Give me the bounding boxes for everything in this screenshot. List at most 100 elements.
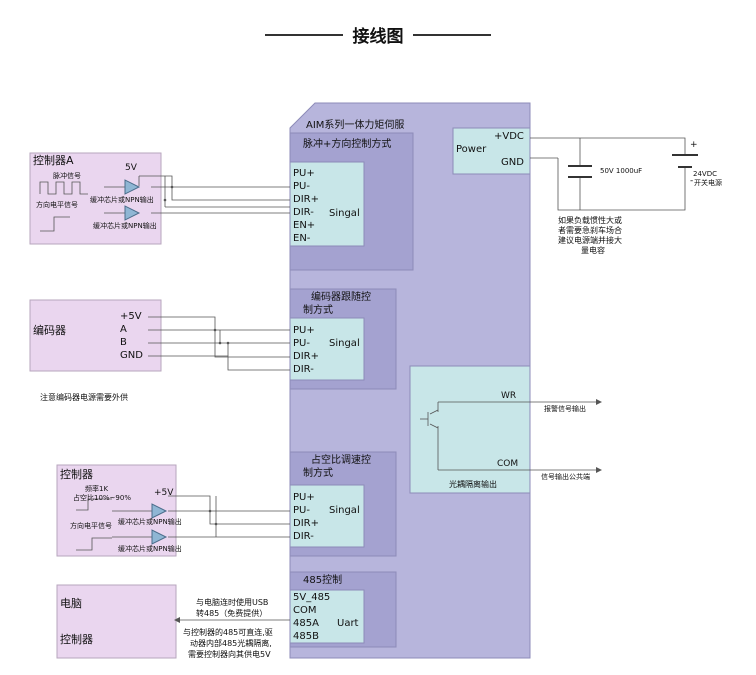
encoder-section-title-2: 制方式 [303,305,333,316]
usb-note-2: 转485（免费提供） [196,609,268,618]
title-left-rule [265,33,344,36]
power-supply-note-2: 者需要急刹车场合 [558,226,622,235]
pulse-pin-dir-plus: DIR+ [293,194,319,205]
controller-b-buffer1: 缓冲芯片或NPN输出 [118,518,182,526]
common-output-label: 信号输出公共端 [541,473,590,481]
encoder-pin-gnd: GND [120,350,143,361]
encoder-pin-pu-minus: PU- [293,338,310,349]
servo-name: AIM系列一体力矩伺服 [306,120,405,131]
controller-b-freq: 频率1K [85,485,109,493]
rs485-pin-com: COM [293,605,317,616]
power-supply-note-3: 建议电源端并接大 [558,236,622,245]
diagram-title-row: 接线图 [0,22,756,47]
duty-pin-dir-minus: DIR- [293,531,314,542]
ctrl-note-1: 与控制器的485可直连,驱 [183,628,273,637]
battery-plate-short [678,166,692,168]
encoder-section-title-1: 编码器跟随控 [311,292,371,303]
controller-a-buffer1: 缓冲芯片或NPN输出 [90,196,154,204]
pulse-signal-box [289,161,365,247]
encoder-signal-label: Singal [329,338,360,349]
controller-b-voltage: +5V [154,488,174,498]
optocoupler-box [409,365,531,494]
encoder-pin-dir-minus: DIR- [293,364,314,375]
encoder-box [29,299,162,372]
junction-dot [170,185,174,189]
duty-section-title-1: 占空比调速控 [311,455,371,466]
optocoupler-com-label: COM [497,459,519,469]
buffer-a-1 [124,179,141,195]
junction-dot [214,522,218,526]
pc-box [56,584,177,659]
encoder-pin-5v: +5V [120,311,142,322]
pc-title: 电脑 [60,597,82,610]
pulse-section-title: 脉冲+方向控制方式 [303,139,392,150]
junction-dot [208,509,212,513]
rs485-section-title: 485控制 [303,575,343,586]
pulse-pin-en-minus: EN- [293,233,311,244]
title-right-rule [412,33,491,36]
controller-b-direction-signal: 方向电平信号 [70,522,112,530]
power-gnd-label: GND [501,157,524,168]
pulse-pin-pu-plus: PU+ [293,168,315,179]
pc-controller-title: 控制器 [60,633,93,646]
pulse-pin-dir-minus: DIR- [293,207,314,218]
encoder-title: 编码器 [33,324,66,337]
duty-pin-pu-minus: PU- [293,505,310,516]
controller-b-title: 控制器 [60,468,93,481]
capacitor-label: 50V 1000uF [600,167,643,175]
diagram-title: 接线图 [352,27,404,47]
controller-a-title: 控制器A [33,154,74,167]
controller-a-box [29,152,162,245]
encoder-signal-box [289,317,365,381]
controller-a-buffer2: 缓冲芯片或NPN输出 [93,222,157,230]
buffer-b-2 [151,529,168,545]
ctrl-note-3: 需要控制器向其供电5V [188,650,271,659]
battery-plus: + [690,140,698,150]
pulse-pin-pu-minus: PU- [293,181,310,192]
pulse-signal-label: Singal [329,208,360,219]
pulse-pin-en-plus: EN+ [293,220,316,231]
rs485-pin-5v: 5V_485 [293,592,331,603]
rs485-signal-label: Uart [337,618,359,629]
controller-b-duty: 占空比10%~90% [73,494,131,502]
optocoupler-wr-label: WR [501,391,517,401]
power-supply-note-1: 如果负载惯性大或 [558,216,622,225]
duty-pin-pu-plus: PU+ [293,492,315,503]
optocoupler-label: 光耦隔离输出 [449,480,497,489]
alarm-output-label: 报警信号输出 [544,405,586,413]
alarm-output-arrow [596,399,602,405]
power-supply-voltage: 24VDC [693,170,717,178]
capacitor-plate-top [568,165,592,167]
rs485-signal-box [289,589,365,644]
power-label: Power [456,144,487,155]
encoder-pin-pu-plus: PU+ [293,325,315,336]
duty-signal-label: Singal [329,505,360,516]
capacitor-plate-bottom [568,176,592,178]
common-output-arrow [596,467,602,473]
junction-dot [213,328,217,332]
battery-plate-long [672,154,698,156]
encoder-pin-a: A [120,324,127,335]
duty-signal-box [289,484,365,548]
buffer-b-1 [151,503,168,519]
rs485-pin-b: 485B [293,631,319,642]
controller-a-pulse-signal: 脉冲信号 [53,172,81,180]
junction-dot [226,341,230,345]
ctrl-note-2: 动器内部485光耦隔离, [190,639,272,648]
controller-a-voltage: 5V [125,163,137,173]
duty-pin-dir-plus: DIR+ [293,518,319,529]
battery-minus: - [690,176,694,186]
junction-dot [163,198,167,202]
junction-dot [218,341,222,345]
power-block-box [452,127,531,175]
controller-b-buffer2: 缓冲芯片或NPN输出 [118,545,182,553]
duty-section-title-2: 制方式 [303,468,333,479]
buffer-a-2 [124,205,141,221]
rs485-link-arrow [174,617,180,623]
controller-a-direction-signal: 方向电平信号 [36,201,78,209]
rs485-pin-a: 485A [293,618,319,629]
encoder-pin-b: B [120,337,127,348]
power-vdc-label: +VDC [494,131,524,142]
power-supply-note-4: 量电容 [581,246,605,255]
